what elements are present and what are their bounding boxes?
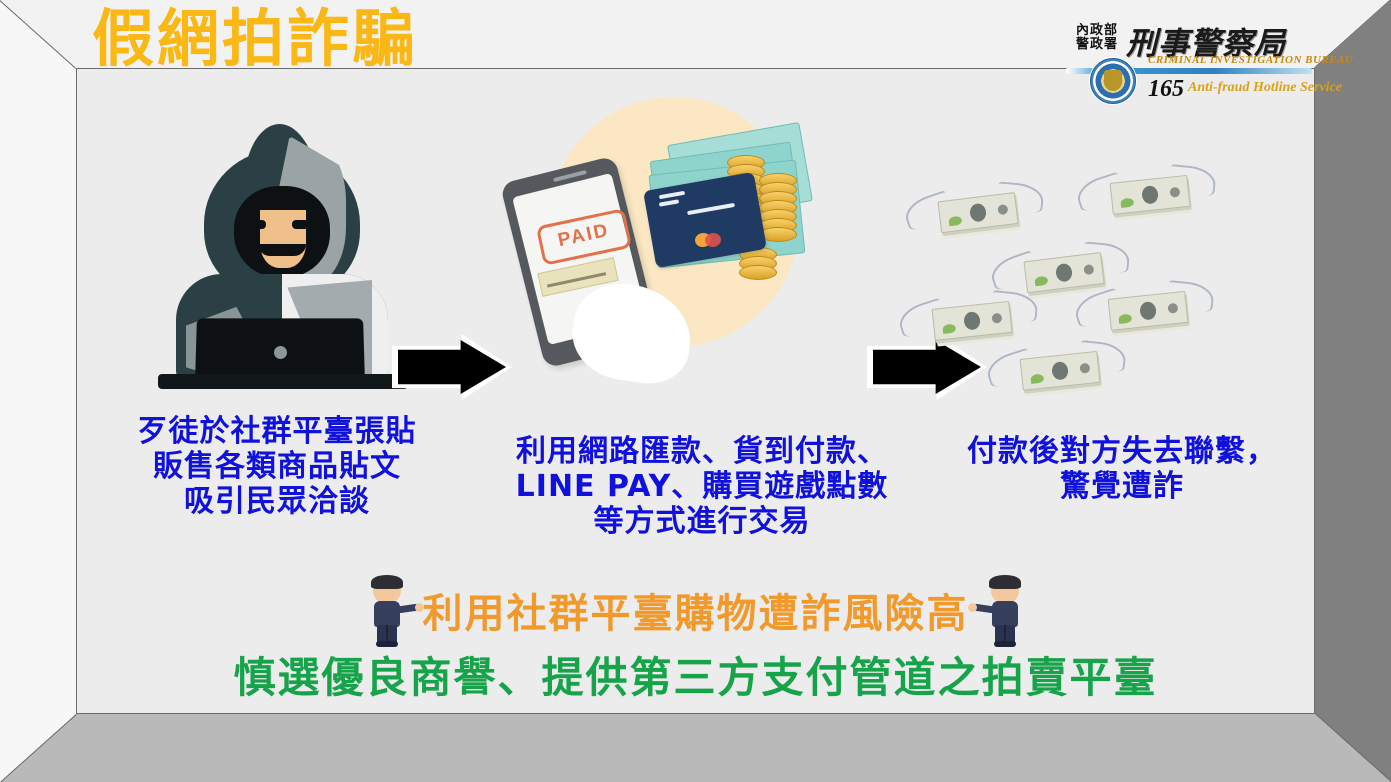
flying-money-icon (895, 163, 1307, 394)
hooded-hacker-laptop-icon (152, 122, 412, 389)
police-mascot-pointing-left-icon (967, 575, 1033, 647)
police-badge-icon (1090, 58, 1136, 104)
caption-line: 利用網路匯款、貨到付款、 (516, 434, 888, 469)
caption-line: LINE PAY、購買遊戲點數 (515, 468, 889, 504)
logo-bureau-en: CRIMINAL INVESTIGATION BUREAU (1148, 54, 1354, 66)
logo-agency-line1: 內政部 (1075, 23, 1118, 38)
mobile-payment-money-icon: PAID (477, 89, 813, 389)
warning-slogan: 利用社群平臺購物遭詐風險高 (422, 591, 969, 637)
step-1-caption: 歹徒於社群平臺張貼 販售各類商品貼文 吸引民眾洽談 (77, 414, 477, 519)
caption-line: 歹徒於社群平臺張貼 (137, 414, 417, 449)
header: 假網拍詐騙 內政部 警政署 刑事警察局 CRIMINAL INVESTIGATI… (0, 0, 1391, 110)
logo-agency-line2: 警政署 (1075, 36, 1118, 52)
logo-bureau-cn: 刑事警察局 (1126, 26, 1286, 62)
content-area: PAID (77, 69, 1314, 713)
step-3-caption: 付款後對方失去聯繫， 驚覺遭詐 (932, 434, 1312, 505)
cib-logo: 內政部 警政署 刑事警察局 CRIMINAL INVESTIGATION BUR… (1062, 18, 1353, 104)
page-title: 假網拍詐騙 (92, 2, 418, 75)
caption-line: 驚覺遭詐 (1060, 468, 1184, 504)
arrow-right-icon (867, 334, 987, 400)
caption-line: 吸引民眾洽談 (184, 483, 370, 519)
advice-slogan: 慎選優良商譽、提供第三方支付管道之拍賣平臺 (233, 653, 1158, 702)
caption-line: 付款後對方失去聯繫， (967, 434, 1277, 469)
warning-slogan-row: 利用社群平臺購物遭詐風險高 (77, 574, 1314, 647)
caption-line: 等方式進行交易 (593, 503, 811, 539)
logo-hotline-number: 165 (1148, 76, 1184, 102)
logo-hotline-text: Anti-fraud Hotline Service (1188, 80, 1342, 95)
logo-blue-bar (1066, 68, 1312, 74)
logo-agency-name: 內政部 警政署 (1072, 24, 1122, 51)
arrow-right-icon (392, 334, 512, 400)
caption-line: 販售各類商品貼文 (153, 448, 401, 484)
step-2-caption: 利用網路匯款、貨到付款、 LINE PAY、購買遊戲點數 等方式進行交易 (467, 434, 937, 539)
police-mascot-pointing-right-icon (359, 575, 424, 647)
